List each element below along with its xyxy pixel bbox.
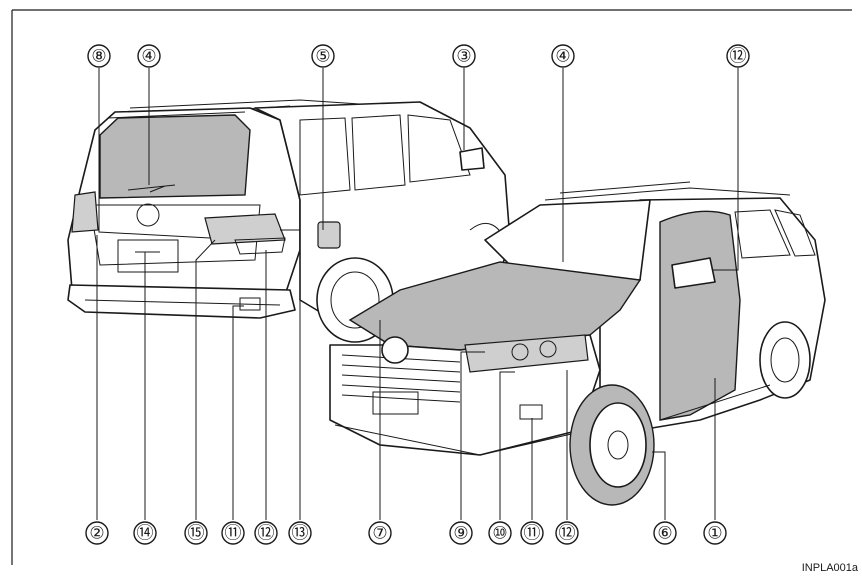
svg-text:⑭: ⑭ xyxy=(137,524,154,543)
callout-6: ⑥ xyxy=(653,521,677,545)
callout-14: ⑭ xyxy=(133,521,157,545)
callout-13: ⑬ xyxy=(288,521,312,545)
svg-text:⑪: ⑪ xyxy=(524,524,541,543)
leader-lines xyxy=(96,68,739,520)
svg-text:⑧: ⑧ xyxy=(91,47,106,66)
callout-3: ③ xyxy=(452,44,476,68)
frame-border xyxy=(11,9,852,565)
callout-12-front: ⑫ xyxy=(555,521,579,545)
callout-11-front: ⑪ xyxy=(520,521,544,545)
figure-code: INPLA001a xyxy=(801,562,858,574)
svg-text:⑮: ⑮ xyxy=(188,524,205,543)
callout-1: ① xyxy=(703,521,727,545)
front-view-vehicle xyxy=(329,181,826,506)
svg-text:⑪: ⑪ xyxy=(225,524,242,543)
svg-text:⑤: ⑤ xyxy=(315,47,330,66)
svg-text:⑩: ⑩ xyxy=(492,524,507,543)
callout-8: ⑧ xyxy=(87,44,111,68)
svg-text:①: ① xyxy=(707,524,722,543)
callout-9: ⑨ xyxy=(449,521,473,545)
svg-text:⑫: ⑫ xyxy=(730,47,747,66)
svg-text:⑫: ⑫ xyxy=(559,524,576,543)
callout-2: ② xyxy=(85,521,109,545)
svg-text:④: ④ xyxy=(141,47,156,66)
svg-text:④: ④ xyxy=(555,47,570,66)
svg-text:②: ② xyxy=(89,524,104,543)
callout-4-rear: ④ xyxy=(137,44,161,68)
svg-text:⑨: ⑨ xyxy=(453,524,468,543)
svg-text:⑬: ⑬ xyxy=(292,524,309,543)
svg-text:⑦: ⑦ xyxy=(372,524,387,543)
callout-15: ⑮ xyxy=(184,521,208,545)
callout-12-rear: ⑫ xyxy=(254,521,278,545)
callout-11-rear: ⑪ xyxy=(221,521,245,545)
svg-text:③: ③ xyxy=(456,47,471,66)
rear-view-vehicle xyxy=(67,99,511,343)
callout-10: ⑩ xyxy=(488,521,512,545)
callout-12-top: ⑫ xyxy=(726,44,750,68)
callout-7: ⑦ xyxy=(368,521,392,545)
svg-text:⑫: ⑫ xyxy=(258,524,275,543)
svg-text:⑥: ⑥ xyxy=(657,524,672,543)
callout-5: ⑤ xyxy=(311,44,335,68)
callout-4-front: ④ xyxy=(551,44,575,68)
